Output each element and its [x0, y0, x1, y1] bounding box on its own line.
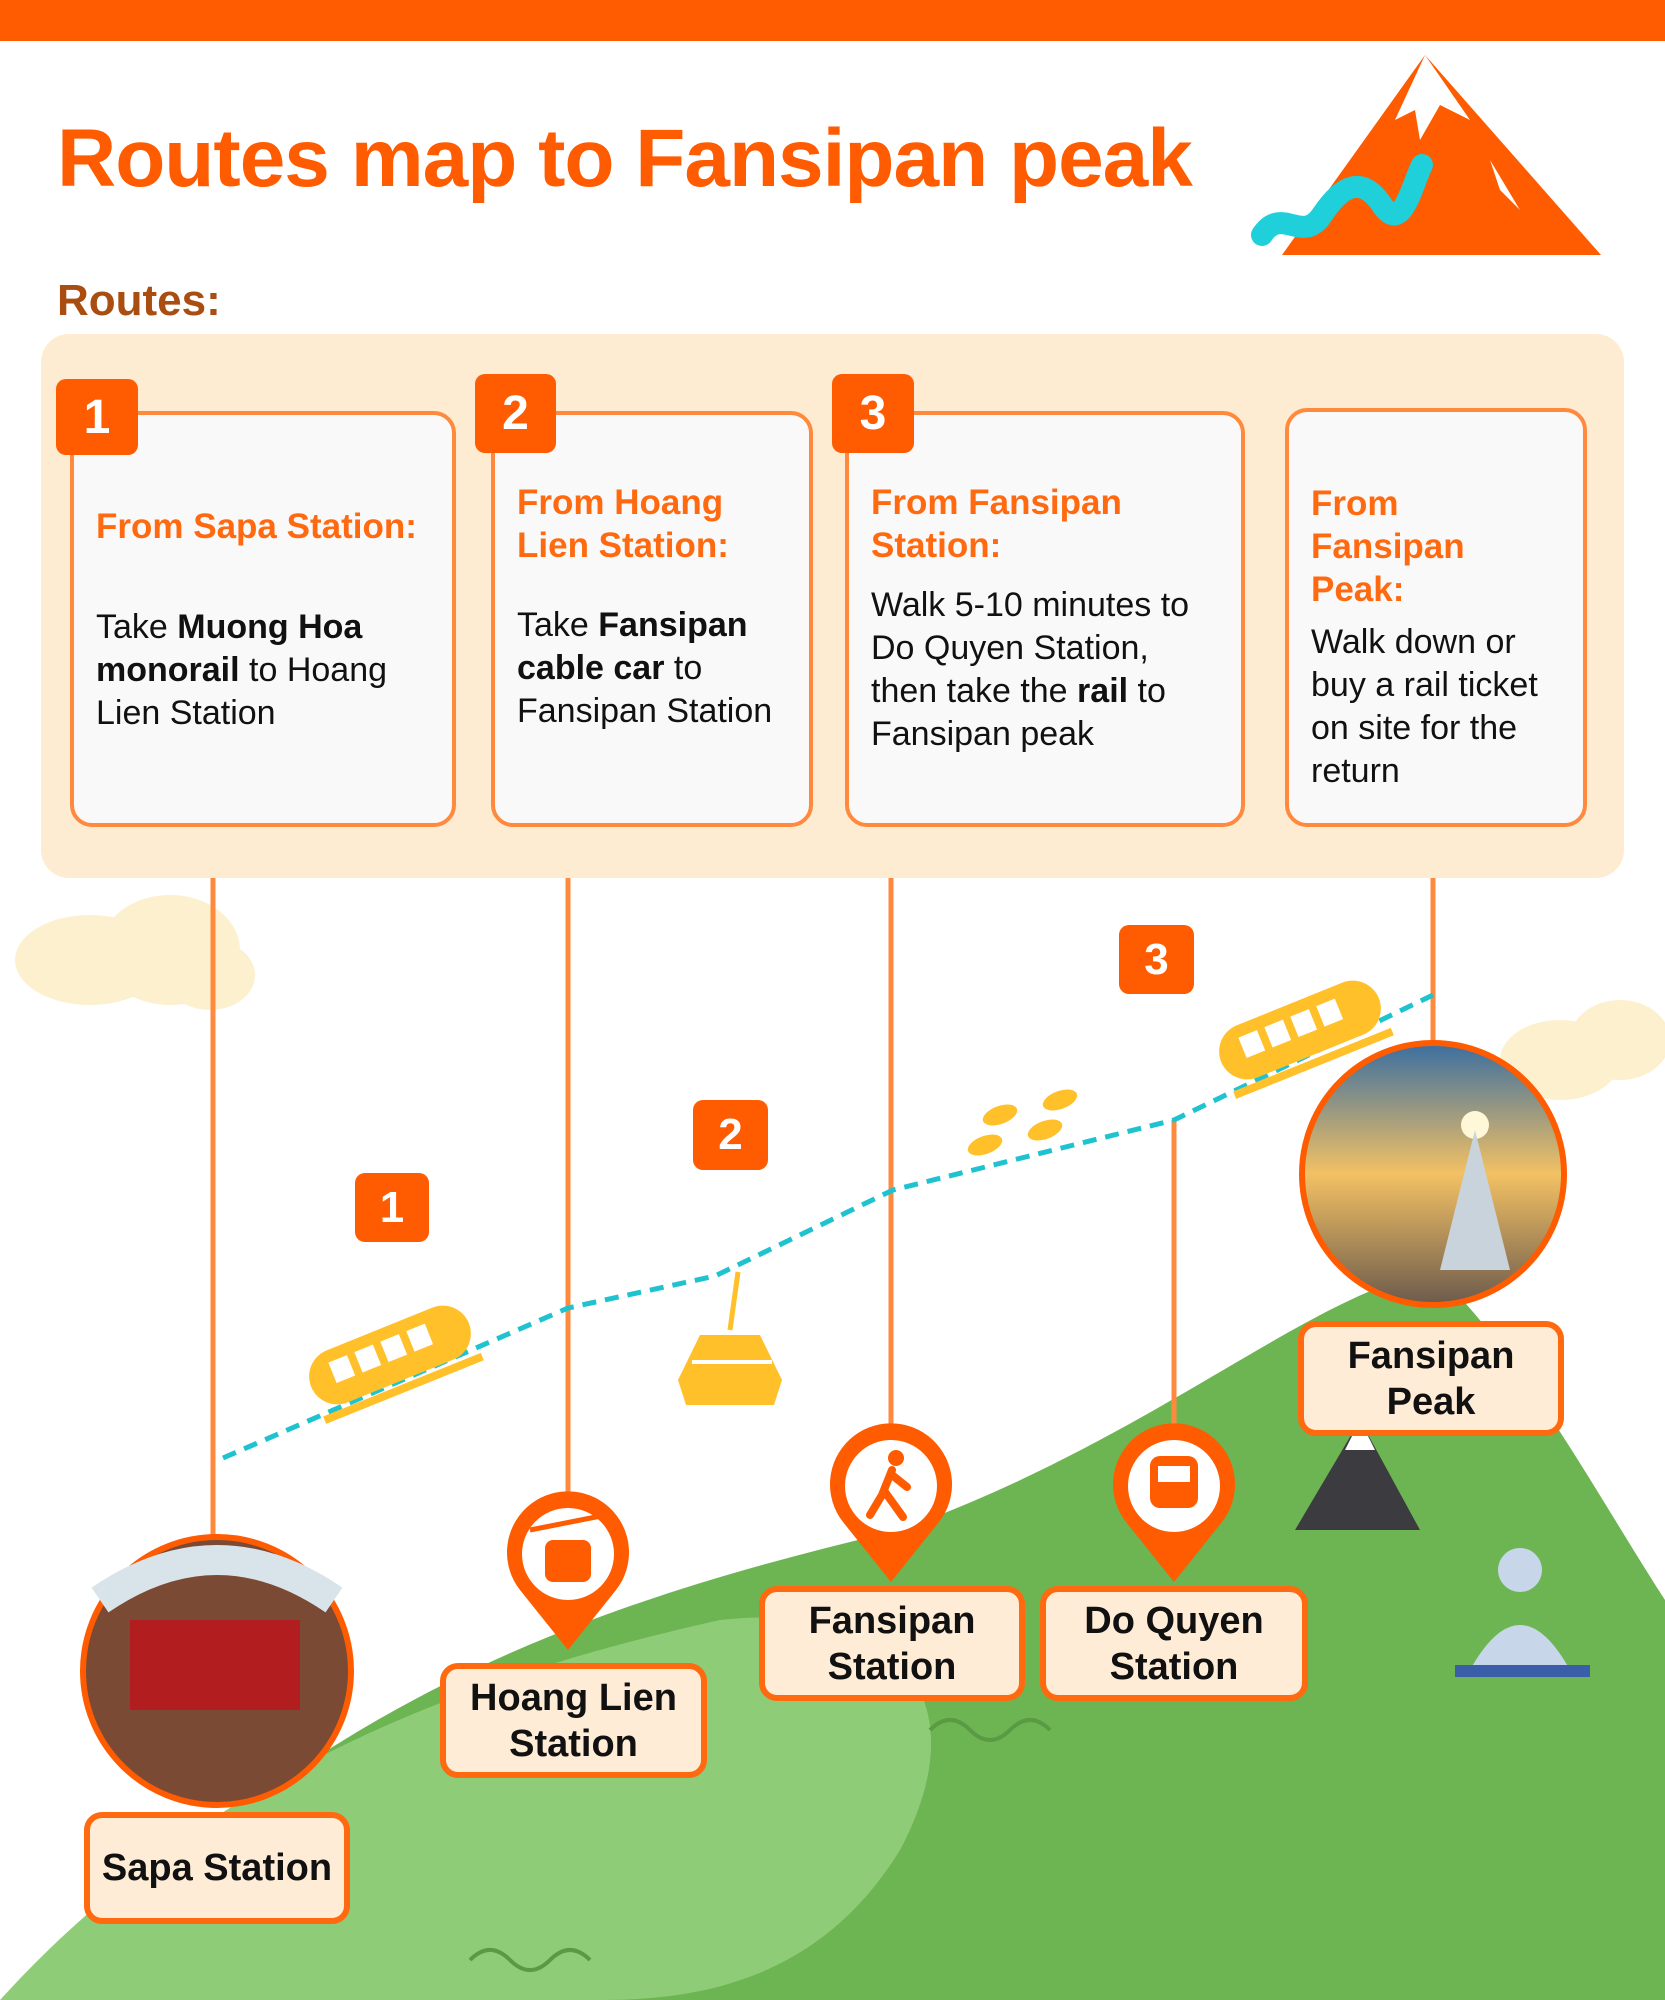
- card-heading: From Fansipan Peak:: [1311, 484, 1465, 609]
- buddha-statue-icon: [1455, 1548, 1590, 1677]
- card-heading: From Hoang Lien Station:: [517, 483, 729, 565]
- card-heading: From Sapa Station:: [96, 507, 417, 546]
- station-label-do-quyen: Do Quyen Station: [1040, 1586, 1308, 1701]
- card-heading: From Fansipan Station:: [871, 483, 1122, 565]
- monorail-icon: [309, 1305, 484, 1424]
- map-marker-3: 3: [1119, 925, 1194, 994]
- station-label-fansipan-peak: Fansipan Peak: [1298, 1321, 1564, 1436]
- route-card-2: From Hoang Lien Station: Take Fansipan c…: [491, 411, 813, 827]
- train-pin-icon: [1112, 1423, 1235, 1582]
- body-text: to Fansipan Station: [517, 649, 773, 730]
- station-label-sapa: Sapa Station: [84, 1812, 350, 1924]
- footprints-icon: [967, 1089, 1078, 1156]
- rail-icon: [1219, 980, 1394, 1099]
- cloud-icon: [15, 895, 1665, 1100]
- mountain-logo-icon: [1251, 55, 1601, 255]
- body-bold: Fansipan cable car: [517, 606, 748, 687]
- step-badge-1: 1: [56, 379, 138, 455]
- step-badge-2: 2: [475, 374, 556, 453]
- route-card-3: From Fansipan Station: Walk 5-10 minutes…: [845, 411, 1245, 827]
- map-marker-2: 2: [693, 1100, 768, 1170]
- fansipan-peak-photo: [1299, 1040, 1567, 1308]
- page-title: Routes map to Fansipan peak: [57, 113, 1193, 204]
- route-card-4: From Fansipan Peak: Walk down or buy a r…: [1285, 408, 1587, 827]
- route-path: [222, 992, 1435, 1461]
- body-bold: Muong Hoa monorail: [96, 608, 363, 689]
- body-text: to Hoang Lien Station: [96, 651, 388, 732]
- cable-car-icon: [678, 1271, 782, 1405]
- body-text: Take: [96, 608, 178, 646]
- station-label-fansipan: Fansipan Station: [759, 1586, 1025, 1701]
- sapa-station-photo: [80, 1534, 354, 1808]
- card-body: Walk down or buy a rail ticket on site f…: [1311, 623, 1538, 790]
- card-body: Take Muong Hoa monorail to Hoang Lien St…: [96, 606, 430, 735]
- card-body: Walk 5-10 minutes to Do Quyen Station, t…: [871, 584, 1219, 756]
- step-badge-3: 3: [832, 374, 914, 453]
- cable-car-pin-icon: [506, 1491, 629, 1650]
- top-bar: [0, 0, 1665, 41]
- body-text: Take: [517, 606, 599, 644]
- walking-pin-icon: [829, 1423, 952, 1582]
- route-card-1: From Sapa Station: Take Muong Hoa monora…: [70, 411, 456, 827]
- routes-heading: Routes:: [57, 276, 221, 325]
- body-text: to Fansipan peak: [871, 672, 1166, 753]
- station-label-hoang-lien: Hoang Lien Station: [440, 1663, 707, 1778]
- body-text: Walk 5-10 minutes to Do Quyen Station, t…: [871, 586, 1190, 710]
- body-bold: rail: [1077, 672, 1129, 710]
- map-marker-1: 1: [355, 1173, 429, 1242]
- card-body: Take Fansipan cable car to Fansipan Stat…: [517, 604, 787, 733]
